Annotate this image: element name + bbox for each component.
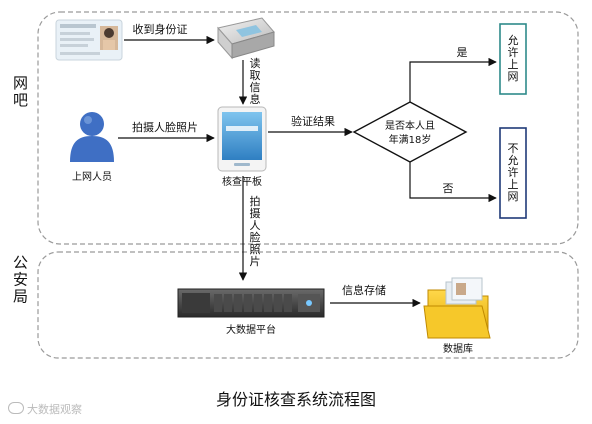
decision-label-line-2: 年满18岁 — [389, 133, 432, 146]
decision-diamond — [352, 101, 468, 163]
allow-label: 允许上网 — [507, 34, 519, 83]
edge-label-no: 否 — [443, 182, 454, 195]
node-label-bigdata: 大数据平台 — [226, 323, 276, 336]
watermark: 大数据观察 — [8, 401, 82, 417]
id-reader-icon — [217, 17, 275, 60]
arrow-no — [409, 162, 497, 203]
edge-label-verify-result: 验证结果 — [291, 114, 335, 128]
verification-tablet-icon — [217, 106, 267, 172]
edge-label-read-info: 读取信息 — [249, 57, 261, 106]
section-label-internet-cafe: 网吧 — [11, 75, 29, 109]
server-icon — [177, 288, 325, 318]
id-card-icon — [55, 19, 123, 61]
node-label-user: 上网人员 — [72, 171, 112, 183]
arrow-yes — [409, 57, 497, 102]
node-label-tablet: 核查平板 — [222, 175, 262, 188]
edge-label-yes: 是 — [457, 46, 468, 59]
allow-box — [499, 23, 527, 95]
watermark-logo-icon — [8, 402, 24, 414]
decision-label-line-1: 是否本人且 — [385, 119, 435, 132]
deny-box — [499, 127, 527, 219]
police-panel — [37, 251, 579, 359]
edge-label-store-info: 信息存储 — [342, 283, 386, 297]
edge-label-capture-face-down: 拍摄人脸照片 — [249, 195, 261, 268]
internet-cafe-panel — [37, 11, 579, 245]
database-folder-icon — [423, 277, 491, 339]
edge-label-capture-face: 拍摄人脸照片 — [132, 120, 198, 134]
edge-label-receive-id: 收到身份证 — [133, 22, 188, 36]
diagram-caption: 身份证核查系统流程图 — [215, 390, 376, 409]
node-label-database: 数据库 — [443, 342, 473, 355]
person-icon — [70, 112, 114, 162]
section-label-police: 公安局 — [11, 255, 29, 306]
watermark-text: 大数据观察 — [27, 403, 82, 416]
deny-label: 不允许上网 — [507, 142, 519, 203]
